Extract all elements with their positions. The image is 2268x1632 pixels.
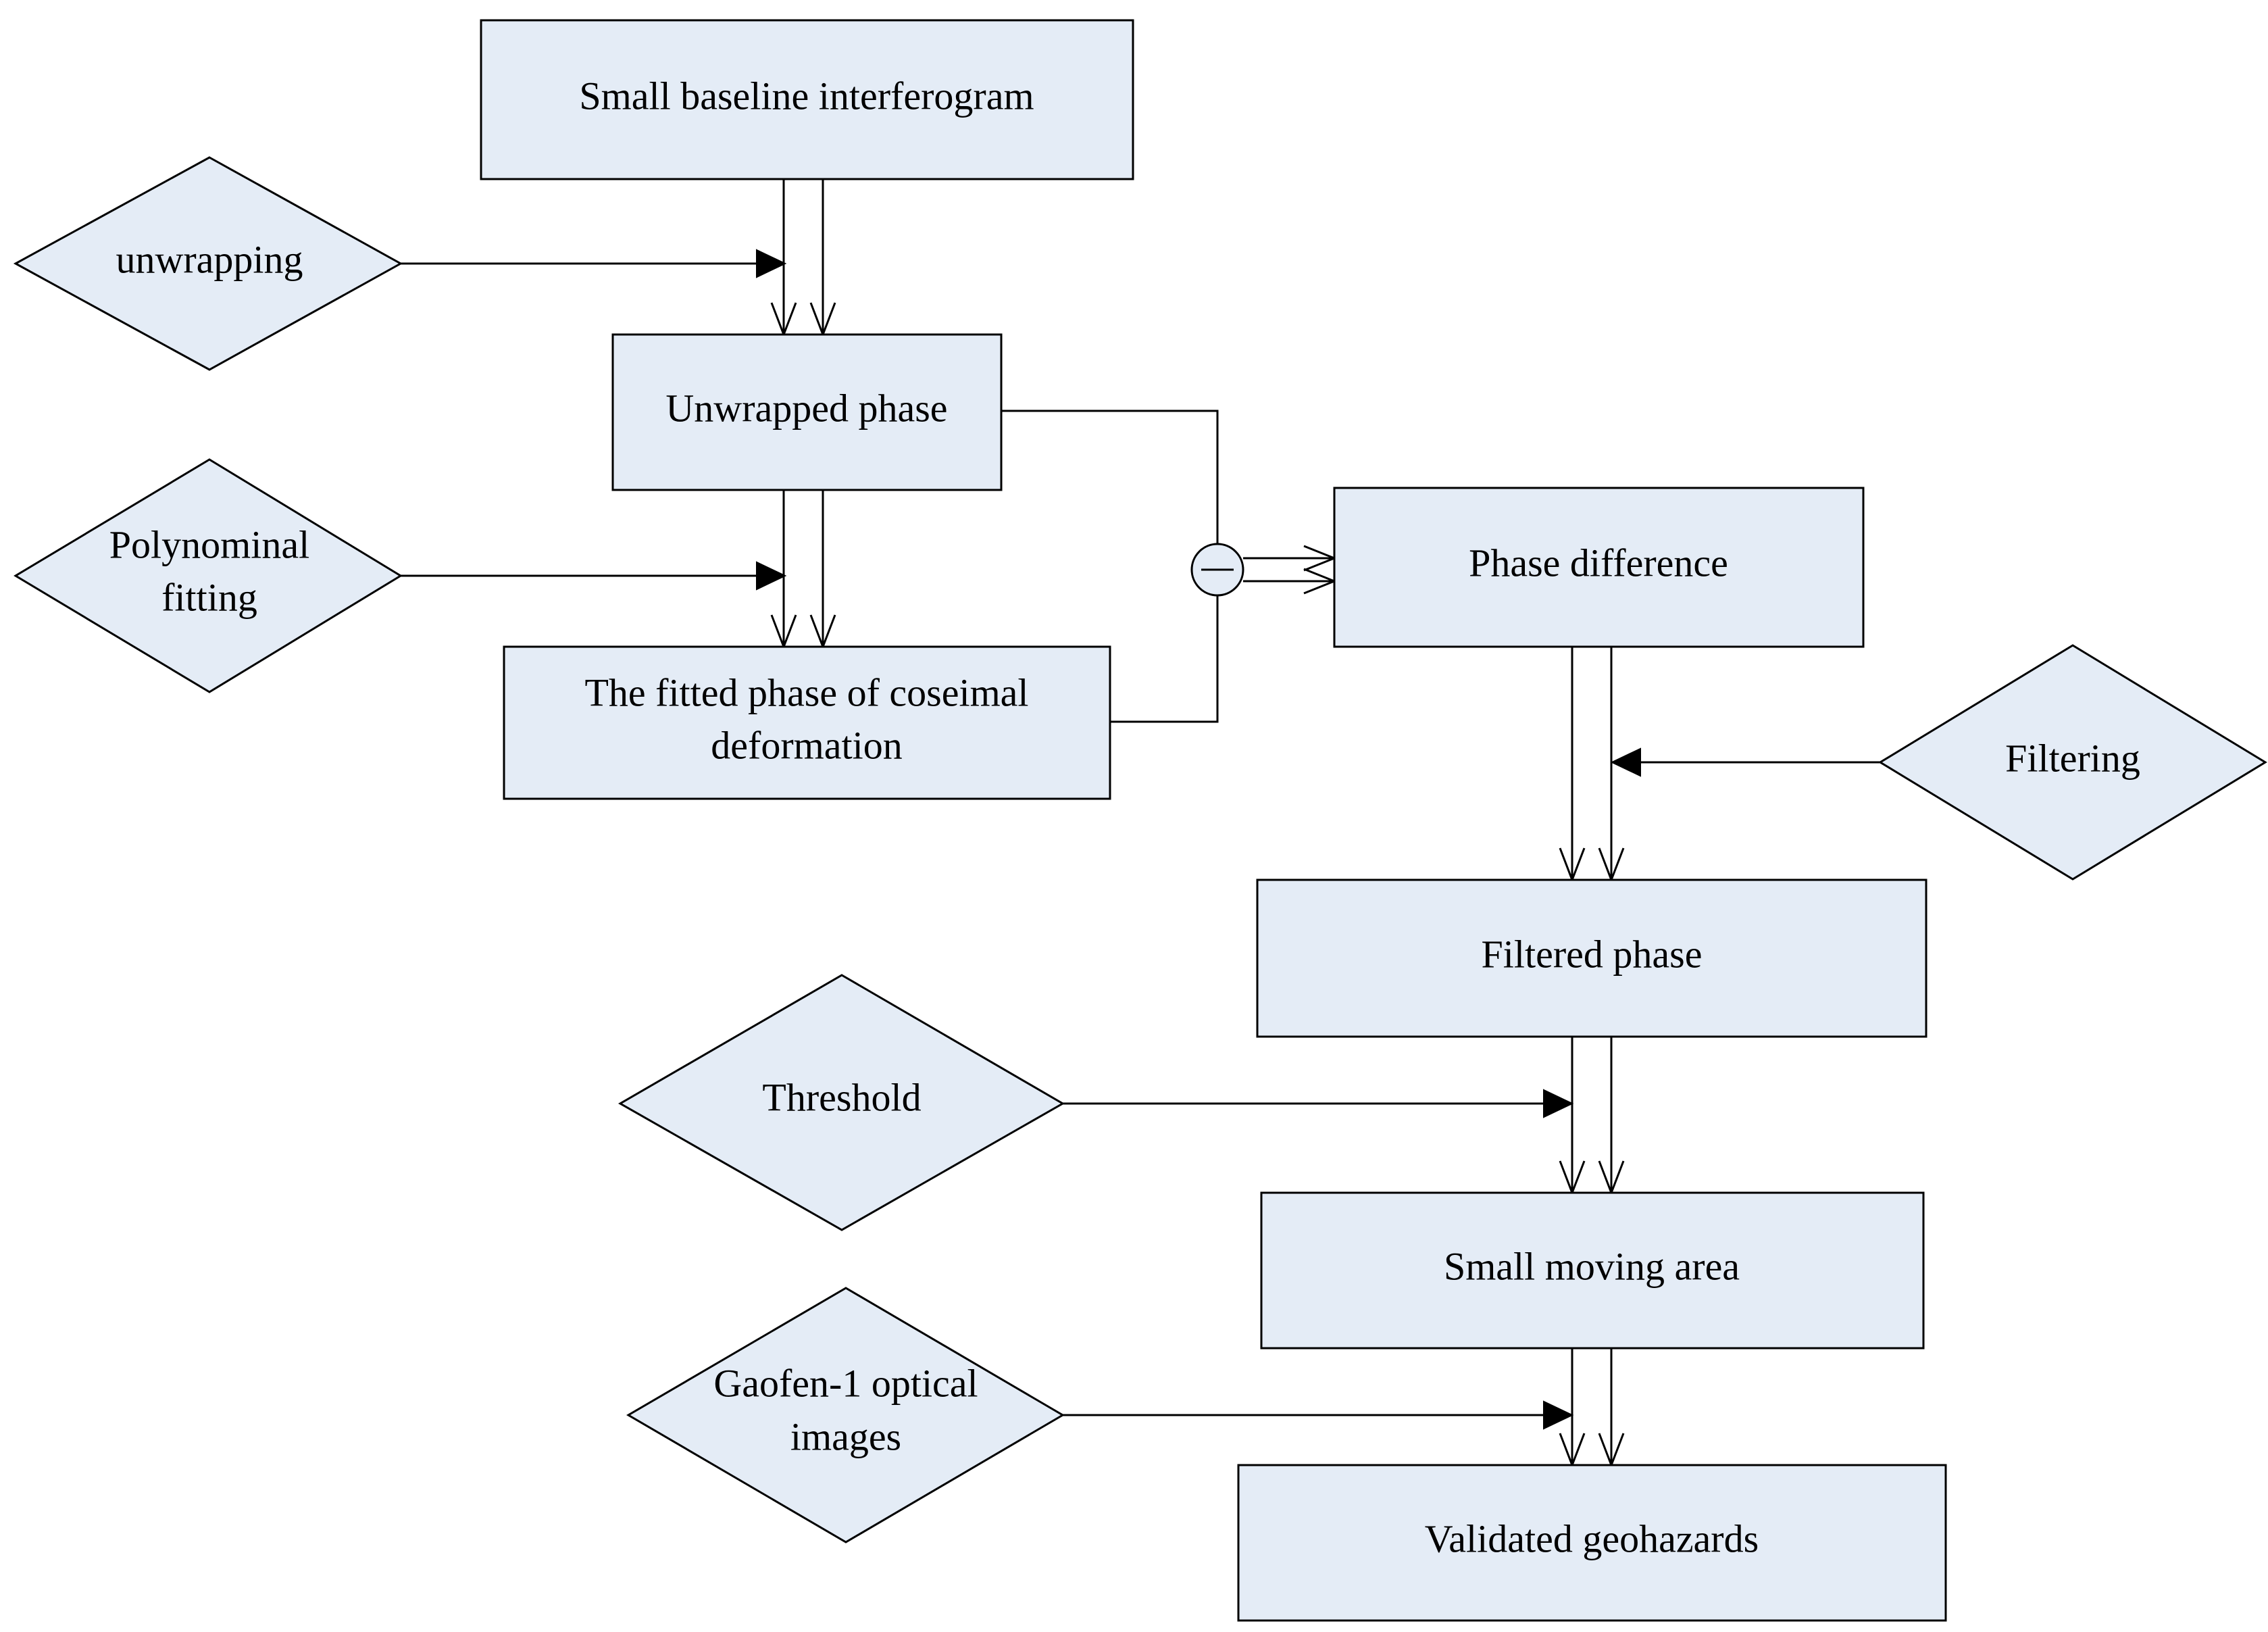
box-label: Phase difference <box>1469 541 1728 585</box>
subtract-operator <box>1190 543 1244 597</box>
box-label-line-2: deformation <box>711 723 902 767</box>
diamond-polynominal-fitting: Polynominal fitting <box>14 458 403 693</box>
diamond-label: unwrapping <box>116 237 303 281</box>
arrow-unwrapping-input <box>401 249 787 278</box>
flow-unwrapped-to-fitted <box>770 488 836 650</box>
arrow-gaofen-input <box>1063 1400 1574 1430</box>
diamond-threshold: Threshold <box>618 974 1065 1231</box>
flow-moving-to-validated <box>1559 1348 1625 1468</box>
diamond-filtering: Filtering <box>1878 644 2267 881</box>
box-small-moving-area: Small moving area <box>1260 1191 1925 1350</box>
diamond-label-line-1: Gaofen-1 optical <box>713 1361 978 1405</box>
arrow-polynominal-input <box>401 561 787 591</box>
box-phase-difference: Phase difference <box>1333 487 1865 648</box>
box-fitted-phase: The fitted phase of coseimal deformation <box>503 645 1111 800</box>
arrow-filtering-input <box>1610 747 1880 777</box>
arrow-threshold-input <box>1063 1089 1574 1118</box>
diamond-label: Threshold <box>762 1075 921 1119</box>
box-label: Small baseline interferogram <box>579 74 1034 118</box>
box-label: Unwrapped phase <box>665 386 947 430</box>
flow-interferogram-to-unwrapped <box>770 174 836 338</box>
diamond-gaofen-optical-images: Gaofen-1 optical images <box>626 1287 1065 1543</box>
box-unwrapped-phase: Unwrapped phase <box>611 333 1003 491</box>
box-filtered-phase: Filtered phase <box>1256 879 1927 1038</box>
diamond-unwrapping: unwrapping <box>13 156 403 371</box>
box-label: Validated geohazards <box>1425 1516 1759 1560</box>
flow-filtered-to-moving <box>1559 1035 1625 1196</box>
diamond-label-line-2: fitting <box>161 575 257 619</box>
box-label: Small moving area <box>1444 1244 1740 1288</box>
diamond-label-line-1: Polynominal <box>109 522 309 566</box>
box-label-line-1: The fitted phase of coseimal <box>584 670 1028 714</box>
diamond-label-line-2: images <box>790 1414 901 1458</box>
diamond-label: Filtering <box>2005 736 2140 780</box>
box-small-baseline-interferogram: Small baseline interferogram <box>480 19 1134 180</box>
box-validated-geohazards: Validated geohazards <box>1237 1464 1947 1622</box>
box-label: Filtered phase <box>1482 932 1703 976</box>
